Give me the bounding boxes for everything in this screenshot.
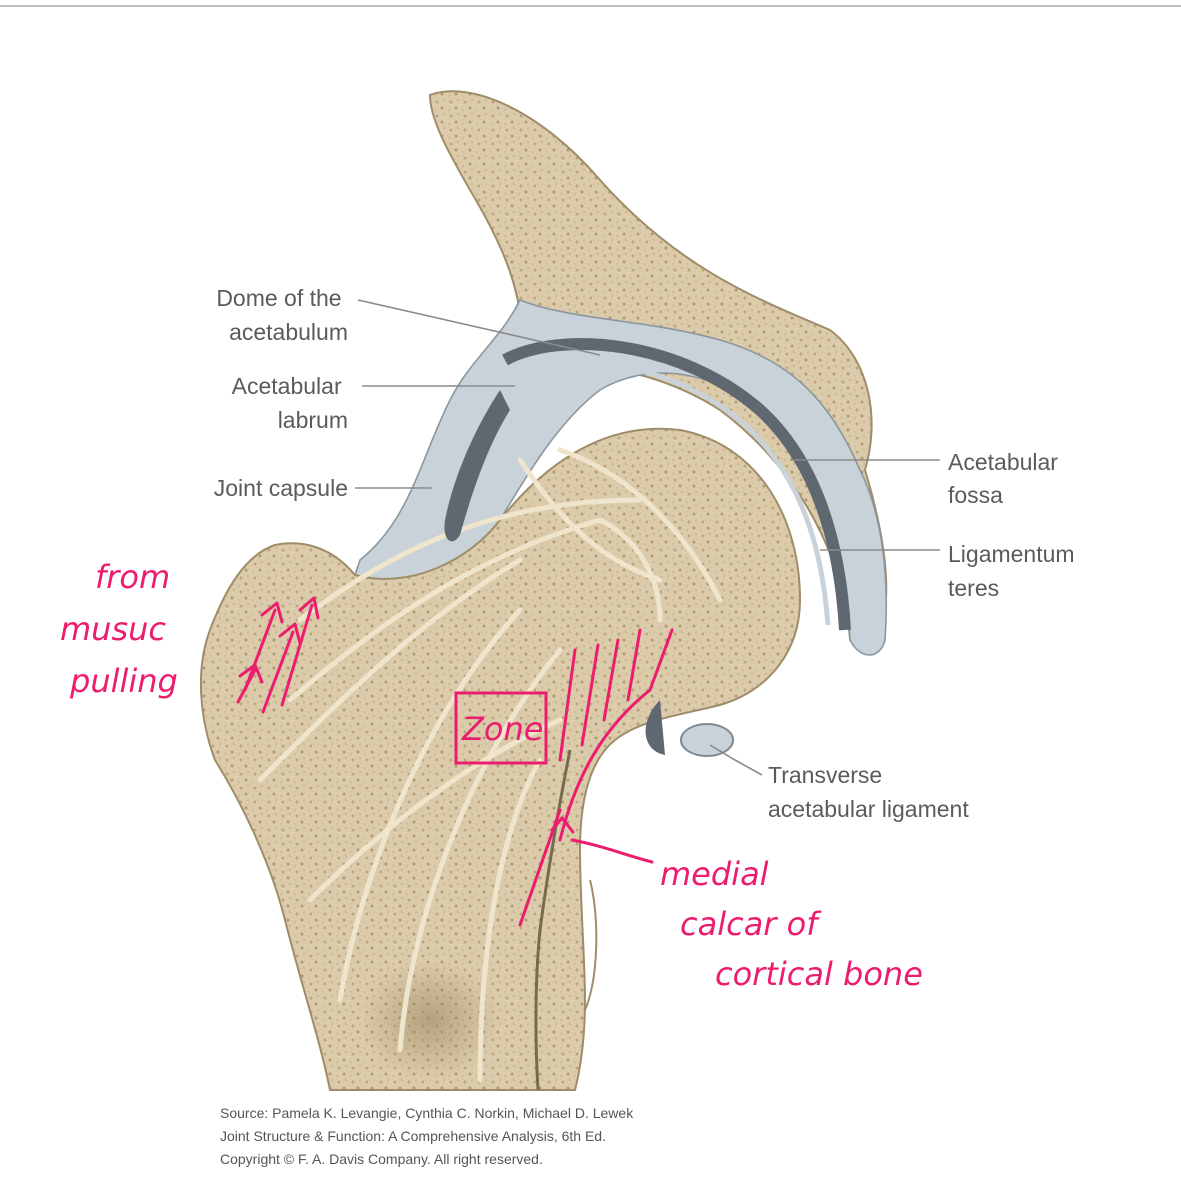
head-cartilage-light bbox=[508, 361, 831, 626]
teres-label: Ligamentum teres bbox=[948, 541, 1081, 601]
ligament-shadow bbox=[645, 700, 665, 755]
source-credit: Source: Pamela K. Levangie, Cynthia C. N… bbox=[220, 1105, 637, 1167]
calcar-line bbox=[518, 808, 575, 927]
transverse-leader bbox=[709, 744, 763, 776]
teres-label-line1: Ligamentum bbox=[948, 541, 1075, 567]
muscle-annotation-line2: musuc bbox=[60, 610, 166, 648]
capsule-label: Joint capsule bbox=[214, 475, 348, 501]
calcar-annotation-line3: cortical bone bbox=[715, 955, 923, 993]
teres-label-line2: teres bbox=[948, 575, 999, 601]
dome-label-line2: acetabulum bbox=[229, 319, 348, 345]
medial-cortex bbox=[534, 749, 572, 1091]
transverse-label-line2: acetabular ligament bbox=[768, 796, 969, 822]
zone-annotation: Zone bbox=[461, 710, 543, 748]
source-line3: Copyright © F. A. Davis Company. All rig… bbox=[220, 1151, 543, 1167]
dome-leader bbox=[357, 299, 601, 356]
femoral-head-cartilage bbox=[502, 338, 851, 631]
muscle-annotation: from musuc pulling bbox=[60, 558, 180, 700]
stress-lines bbox=[558, 628, 674, 842]
muscle-annotation-line3: pulling bbox=[69, 662, 178, 700]
marrow-shading bbox=[360, 960, 500, 1080]
dome-label: Dome of the acetabulum bbox=[216, 285, 348, 345]
calcar-annotation-line2: calcar of bbox=[680, 905, 822, 943]
labrum-label-line1: Acetabular bbox=[232, 373, 342, 399]
capsule-label-line1: Joint capsule bbox=[214, 475, 348, 501]
calcar-pointer bbox=[570, 838, 654, 864]
transverse-label-line1: Transverse bbox=[768, 762, 882, 788]
transverse-label: Transverse acetabular ligament bbox=[768, 762, 969, 822]
femur-bone bbox=[199, 427, 802, 1091]
trabecular-lines bbox=[257, 447, 723, 1083]
transverse-ligament bbox=[680, 723, 734, 757]
muscle-annotation-line1: from bbox=[95, 558, 170, 596]
muscle-arrows bbox=[236, 596, 320, 714]
fossa-label-line1: Acetabular bbox=[948, 449, 1058, 475]
dome-label-line1: Dome of the bbox=[216, 285, 341, 311]
lesser-trochanter bbox=[584, 879, 598, 1011]
labrum-label: Acetabular labrum bbox=[232, 373, 348, 433]
labrum-label-line2: labrum bbox=[278, 407, 348, 433]
fossa-label-line2: fossa bbox=[948, 482, 1003, 508]
source-line2: Joint Structure & Function: A Comprehens… bbox=[220, 1128, 606, 1144]
zone-box bbox=[454, 691, 548, 765]
acetabular-labrum bbox=[444, 390, 510, 542]
calcar-annotation-line1: medial bbox=[660, 855, 769, 893]
fossa-label: Acetabular fossa bbox=[948, 449, 1064, 508]
source-line1: Source: Pamela K. Levangie, Cynthia C. N… bbox=[220, 1105, 634, 1121]
calcar-annotation: medial calcar of cortical bone bbox=[660, 855, 923, 993]
